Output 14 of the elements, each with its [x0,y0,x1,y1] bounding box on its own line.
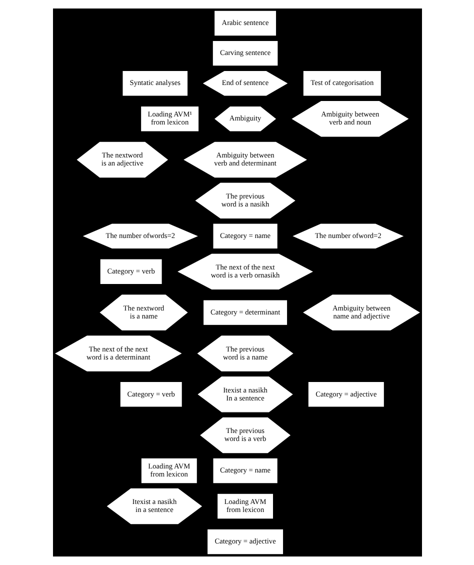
node-box: Category = adjective [207,529,283,554]
node-box: Syntatic analyses [122,71,188,96]
node-box: Carving sentence [212,40,278,66]
node-box: Category = adjective [308,382,384,407]
node-box: Category = determinant [203,300,287,325]
node-box: Category = name [212,224,277,249]
node-box: Category = verb [100,259,162,284]
node-box: Test of categorisation [302,71,380,96]
node-box: Category = verb [120,382,182,407]
node-box: Arabic sentence [214,10,276,36]
node-box: Loading AVM¹ from lexicon [140,106,198,132]
node-box: Loading AVM from lexicon [217,494,273,519]
node-box: Category = name [212,458,277,484]
node-box: Loading AVM from lexicon [140,458,196,484]
